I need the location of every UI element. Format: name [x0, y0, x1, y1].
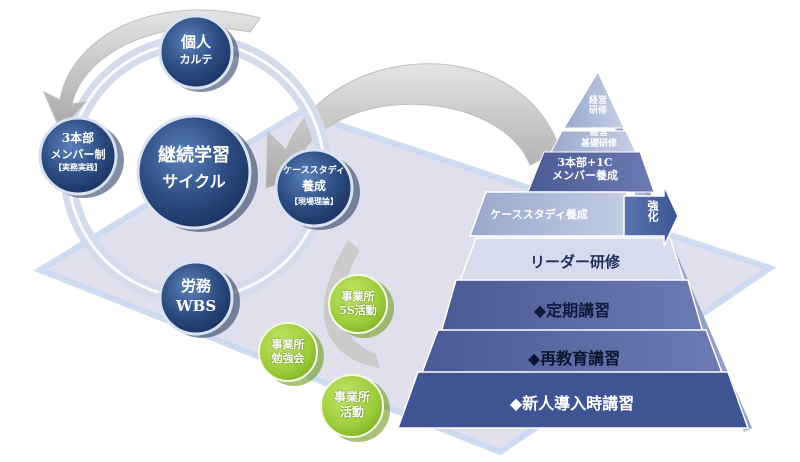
node-sanbonbu: 3本部 メンバー制 【実務実践】 [38, 131, 118, 173]
node-casestudy-line3: 【現場理論】 [290, 196, 338, 207]
node-roumu-line2: WBS [175, 297, 217, 316]
cycle-center-label: 継続学習 サイクル [134, 145, 254, 191]
node-roumu-line1: 労務 [180, 277, 211, 295]
cycle-center-line2: サイクル [162, 171, 226, 191]
pyramid-level-3-line2: メンバー養成 [552, 168, 618, 182]
node-jigyousho-katsudou-line2: 活動 [339, 405, 364, 419]
node-sanbonbu-line3: 【実務実践】 [54, 162, 102, 173]
node-jigyousho-benkyoukai-line2: 勉強会 [271, 351, 305, 365]
strengthen-label: 強化 [646, 200, 659, 222]
pyramid-level-7: ◆再教育講習 [527, 349, 621, 368]
return-arrow [265, 63, 561, 368]
cycle-center-line1: 継続学習 [158, 145, 230, 166]
node-sanbonbu-line2: メンバー制 [50, 147, 106, 161]
pyramid-level-4: ケーススタディ養成 [490, 208, 588, 221]
node-jigyousho-katsudou-line1: 事業所 [333, 390, 370, 404]
node-jigyousho-5s-line1: 事業所 [341, 290, 375, 303]
node-kojin-line2: カルテ [179, 53, 213, 67]
pyramid-level-6: ◆定期講習 [533, 301, 611, 320]
pyramid-level-2-line2: 基礎研修 [580, 138, 617, 149]
node-casestudy-line1: ケーススタディ [283, 166, 345, 176]
pyramid-level-2: 経営 基礎研修 [560, 128, 638, 150]
green-circles [258, 274, 394, 442]
node-jigyousho-katsudou: 事業所 活動 [320, 390, 384, 420]
pyramid-level-1-line2: 研修 [588, 106, 607, 117]
pyramid [396, 70, 752, 432]
pyramid-level-3: 3本部+1C メンバー養成 [530, 156, 640, 182]
node-sanbonbu-line1: 3本部 [61, 131, 95, 145]
node-kojin-karte: 個人 カルテ [160, 33, 232, 67]
pyramid-level-2-line1: 経営 [589, 128, 608, 138]
node-casestudy-line2: 養成 [301, 179, 326, 194]
pyramid-level-1: 経営 研修 [576, 96, 620, 117]
pyramid-level-8: ◆新人導入時講習 [509, 394, 635, 413]
node-kojin-line1: 個人 [180, 33, 211, 51]
node-roumu-wbs: 労務 WBS [160, 277, 232, 316]
node-jigyousho-benkyoukai: 事業所 勉強会 [256, 338, 320, 366]
pyramid-level-5: リーダー研修 [529, 253, 620, 271]
pyramid-level-3-line1: 3本部+1C [557, 156, 613, 169]
node-casestudy: ケーススタディ 養成 【現場理論】 [272, 166, 356, 206]
node-jigyousho-5s: 事業所 5S活動 [326, 290, 390, 318]
pyramid-level-1-line1: 経営 [588, 96, 607, 106]
navy-circles [38, 14, 360, 338]
node-jigyousho-5s-line2: 5S活動 [339, 303, 377, 317]
node-jigyousho-benkyoukai-line1: 事業所 [271, 338, 305, 351]
